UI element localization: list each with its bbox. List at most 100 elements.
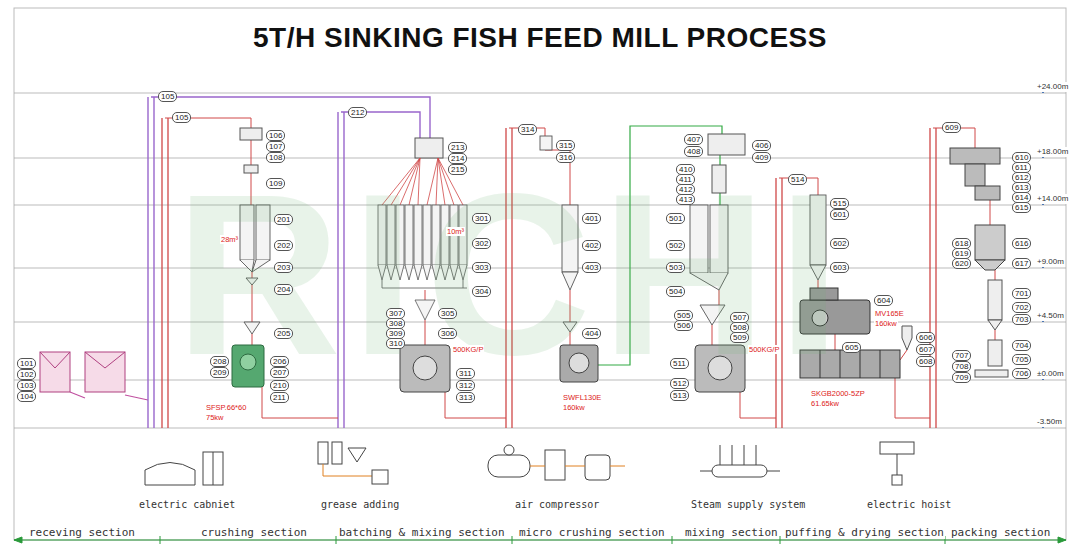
label-holder: 704 (1012, 334, 1031, 352)
callout-number: 408 (684, 146, 703, 157)
label-holder: 212 (348, 101, 367, 119)
elevation-mark: ±0.00m (1036, 369, 1065, 379)
callout-number: 204 (274, 284, 293, 295)
elevation-mark: +4.50m (1036, 311, 1065, 321)
label-holder: 604 (874, 289, 893, 307)
callout-number: 706 (1012, 368, 1031, 379)
equipment-spec: 75kw (205, 413, 225, 422)
pipe (818, 280, 819, 288)
label-holder: +24.00m (1036, 75, 1069, 93)
packing-scale (988, 340, 1002, 366)
pulverizer (560, 345, 598, 382)
callout-number: 702 (1012, 302, 1031, 313)
bin (396, 205, 404, 265)
callout-number: 104 (17, 391, 36, 402)
pipe (445, 392, 506, 418)
callout-number: 201 (274, 214, 293, 225)
intake-pit (40, 352, 70, 368)
label-holder: 302 (472, 232, 491, 250)
dryer (860, 350, 861, 378)
label-holder: 502 (666, 234, 685, 252)
callout-number: 202 (274, 240, 293, 251)
steam-supply-icon (720, 445, 756, 465)
bucket-elevator (511, 128, 512, 428)
hammer-mill (240, 354, 256, 370)
bin (246, 278, 258, 285)
intake-pit (85, 352, 125, 368)
callout-number: 310 (386, 338, 405, 349)
equipment-spec: 500KG/P (452, 345, 484, 354)
frame (14, 8, 1066, 540)
intake-pit (40, 352, 125, 392)
distributor (415, 138, 443, 158)
equipment-spec: 160kw (874, 319, 898, 328)
label-holder: batching & mixing section (338, 522, 506, 540)
callout-number: 212 (348, 107, 367, 118)
callout-number: 403 (582, 262, 601, 273)
label-holder: 511 (670, 352, 689, 370)
callout-number: 304 (472, 286, 491, 297)
bucket-elevator (781, 178, 782, 428)
label-holder: 208 (210, 350, 229, 368)
label-holder: electric hoist (866, 494, 952, 512)
level-line (14, 93, 1066, 428)
bin (540, 136, 552, 150)
bin (256, 205, 270, 260)
section-name: mixing section (684, 526, 779, 539)
air-compressor-icon (504, 445, 514, 455)
bin (423, 205, 431, 265)
callout-number: 105 (158, 91, 177, 102)
callout-number: 207 (270, 367, 289, 378)
electric-hoist-icon (897, 454, 898, 475)
pipe (598, 126, 722, 365)
label-holder: 603 (830, 256, 849, 274)
elevation-mark: +24.00m (1036, 82, 1069, 92)
bucket-elevator (162, 118, 936, 428)
label-holder: 515 (830, 192, 849, 210)
callout-number: 205 (274, 328, 293, 339)
label-holder: 305 (438, 302, 457, 320)
label-holder: 514 (788, 168, 807, 186)
bucket-elevator (505, 128, 506, 428)
label-holder: 205 (274, 322, 293, 340)
callout-number: 708 (952, 361, 971, 372)
electric-cabinet-icon (145, 463, 195, 486)
bin (378, 205, 467, 320)
extruder (800, 288, 870, 334)
label-holder: crushing section (200, 522, 308, 540)
callout-number: 511 (670, 358, 689, 369)
electric-cabinet-icon (213, 452, 214, 485)
section-name: batching & mixing section (338, 526, 506, 539)
callout-number: 211 (270, 392, 289, 403)
level-line (14, 322, 1066, 323)
electric-hoist-icon (892, 475, 902, 485)
bucket-elevator (148, 97, 430, 428)
callout-number: 102 (17, 369, 36, 380)
bin (378, 265, 467, 280)
equipment-spec: SFSP.66*60 (205, 403, 247, 412)
label-holder: 306 (438, 322, 457, 340)
equipment-spec: 500KG/P (748, 345, 780, 354)
callout-number: 109 (266, 178, 285, 189)
crumbler (950, 148, 1000, 200)
callout-number: 209 (210, 367, 229, 378)
label-holder: 203 (274, 256, 293, 274)
callout-number: 707 (952, 350, 971, 361)
frame (14, 8, 1066, 540)
callout-number: 103 (17, 380, 36, 391)
callout-number: 603 (830, 262, 849, 273)
equipment-caption: electric cabniet (138, 499, 236, 511)
label-holder: +4.50m (1036, 304, 1065, 322)
label-holder: SKGB2000-5ZP (810, 382, 866, 400)
callout-number: 313 (456, 392, 475, 403)
label-holder: 105 (158, 85, 177, 103)
label-holder: 407 (684, 128, 703, 146)
label-holder: air compressor (514, 494, 600, 512)
label-holder: 609 (942, 116, 961, 134)
bin (810, 265, 826, 280)
dryer (840, 350, 841, 378)
bin (810, 195, 826, 280)
label-holder: 10m³ (446, 220, 465, 238)
pipe (570, 290, 571, 322)
callout-number: 101 (17, 358, 36, 369)
